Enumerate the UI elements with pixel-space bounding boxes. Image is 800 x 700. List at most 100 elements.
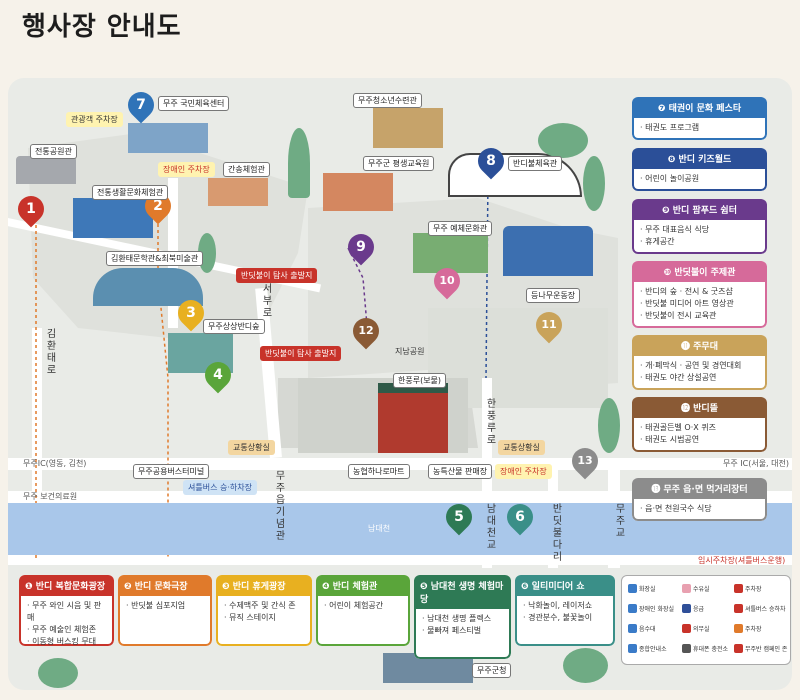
card-12[interactable]: ⓬ 반디뜰 · 태권골든벨 O·X 퀴즈 · 태권도 시범공연	[632, 397, 767, 452]
card-3[interactable]: ❸ 반디 휴게광장 · 수제맥주 및 간식 존 · 뮤직 스테이지	[216, 575, 312, 646]
tourism-park-building	[16, 156, 76, 184]
card-1[interactable]: ❶ 반디 복합문화광장 · 무주 와인 시음 및 판매 · 무주 예술인 체험존…	[19, 575, 114, 646]
info-icon	[628, 644, 637, 653]
card-body: · 반딧불 심포지엄	[118, 596, 212, 646]
label-county-office: 무주군 평생교육원	[363, 156, 435, 171]
legend-label: 무주반 캠페인 존	[745, 646, 788, 653]
label-tradition-hall: 전통생활문화체험관	[92, 185, 169, 200]
legend-item: 음수대	[628, 624, 656, 633]
card-item: · 반딧불이 전시 교육관	[640, 311, 717, 320]
pin-10[interactable]: 10	[428, 262, 466, 300]
pin-number: 9	[356, 239, 366, 255]
label-bandi-hall: 반디불체육관	[508, 156, 563, 171]
legend-label: 화장실	[639, 586, 656, 593]
label-namdae: 남대천	[368, 524, 391, 533]
label-road-top: 무주IC(영동, 김천)	[23, 459, 87, 468]
card-item: · 뮤직 스테이지	[224, 613, 276, 622]
card-body: · 낙화놀이, 레이저쇼 · 경관분수, 불꽃놀이	[515, 596, 615, 646]
legend-item: 셔틀버스 승하차	[734, 604, 786, 613]
card-item: · 반딧불 미디어 아트 영상관	[640, 299, 734, 308]
art-center-building	[413, 233, 488, 273]
legend-item: 화장실	[628, 584, 656, 593]
medical-room-icon	[682, 624, 691, 633]
tradition-hall-building	[73, 198, 153, 238]
card-7[interactable]: ❼ 태권이 문화 페스타 · 태권도 프로그램	[632, 97, 767, 140]
card-4[interactable]: ❹ 반디 체험관 · 어린이 체험공간	[316, 575, 410, 646]
pin-8[interactable]: 8	[472, 142, 510, 180]
label-culture-center: 무주 국민체육센터	[158, 96, 230, 111]
card-item: · 남대천 생명 플렉스	[422, 614, 492, 623]
card-item: · 읍·면 천원국수 식당	[640, 504, 712, 513]
map-legend: 화장실 수유실 주차장 장애인 화장실 응급 셔틀버스 승하차 음수대 의무실 …	[621, 575, 791, 665]
label-umyeon: 무주읍기념관	[273, 470, 284, 542]
tree	[598, 398, 620, 453]
yeseul-hall-building	[208, 178, 268, 206]
label-temp-parking: 임시주차장(셔틀버스운행)	[698, 556, 786, 565]
card-item: · 낙화놀이, 레이저쇼	[523, 601, 593, 610]
label-kimhwantae-road: 김환태로	[44, 328, 55, 376]
pin-9[interactable]: 9	[342, 228, 380, 266]
pin-7[interactable]: 7	[122, 86, 160, 124]
card-title: ❺ 남대천 생명 체험마당	[414, 575, 511, 609]
accessible-restroom-icon	[628, 604, 637, 613]
pin-11[interactable]: 11	[530, 306, 568, 344]
card-title: ❶ 반디 복합문화광장	[19, 575, 114, 596]
card-body: · 반디의 숲 · 전시 & 굿즈샵 · 반딧불 미디어 아트 영상관 · 반딧…	[632, 282, 767, 328]
card-6[interactable]: ❻ 일티미디어 쇼 · 낙화놀이, 레이저쇼 · 경관분수, 불꽃놀이	[515, 575, 615, 646]
card-13[interactable]: ⓭ 무주 읍·면 먹거리장터 · 읍·면 천원국수 식당	[632, 478, 767, 521]
legend-label: 수유실	[693, 586, 710, 593]
tree	[538, 123, 588, 158]
campaign-icon	[734, 644, 743, 653]
label-tourism-park: 전통공원관	[30, 144, 77, 159]
pin-12[interactable]: 12	[347, 312, 385, 350]
card-item: · 물빠져 페스티벌	[422, 626, 482, 635]
label-shuttle-stop: 무주공용버스터미널	[133, 464, 210, 479]
legend-label: 음수대	[639, 626, 656, 633]
water-fountain-icon	[628, 624, 637, 633]
pin-5[interactable]: 5	[440, 498, 478, 536]
pin-6[interactable]: 6	[501, 498, 539, 536]
pin-13[interactable]: 13	[566, 442, 604, 480]
label-hanpung: 한풍루(보물)	[393, 373, 447, 388]
label-road-top-right: 무주 IC(서울, 대전)	[723, 459, 789, 468]
card-item: · 무주 예술인 체험존	[27, 625, 97, 634]
card-item: · 태권골든벨 O·X 퀴즈	[640, 423, 717, 432]
pin-1[interactable]: 1	[12, 190, 50, 228]
card-11[interactable]: ⓫ 주무대 · 개·폐막식 · 공연 및 경연대회 · 태권도 야간 상설공연	[632, 335, 767, 390]
card-9[interactable]: ❾ 반디 팜푸드 쉼터 · 무주 대표음식 식당 · 휴게공간	[632, 199, 767, 254]
pin-number: 13	[577, 454, 593, 467]
legend-label: 주차장	[745, 586, 762, 593]
label-info-center-2: 교통상황실	[498, 440, 545, 455]
card-8[interactable]: ❽ 반디 키즈월드 · 어린이 놀이공원	[632, 148, 767, 191]
card-title: ❷ 반디 문화극장	[118, 575, 212, 596]
parking-icon	[734, 624, 743, 633]
legend-label: 종합안내소	[639, 646, 667, 653]
pin-number: 11	[541, 318, 557, 331]
card-title: ❼ 태권이 문화 페스타	[632, 97, 767, 118]
card-item: · 수제맥주 및 간식 존	[224, 601, 296, 610]
label-info-center: 교통상황실	[228, 440, 275, 455]
legend-label: 휴대폰 충전소	[693, 646, 729, 653]
pin-4[interactable]: 4	[199, 356, 237, 394]
tree	[38, 658, 78, 688]
card-2[interactable]: ❷ 반디 문화극장 · 반딧불 심포지엄	[118, 575, 212, 646]
card-body: · 태권도 프로그램	[632, 118, 767, 140]
label-nongtuk: 농특산물 판매장	[428, 464, 493, 479]
pin-number: 3	[186, 305, 196, 321]
label-jisan-park: 지남공원	[395, 347, 425, 356]
card-10[interactable]: ❿ 반딧불이 주제관 · 반디의 숲 · 전시 & 굿즈샵 · 반딧불 미디어 …	[632, 261, 767, 328]
label-stage: 등나무운동장	[526, 288, 581, 303]
legend-item: 주차장	[734, 584, 762, 593]
card-item: · 반딧불 심포지엄	[126, 601, 186, 610]
label-bandi-boat-2: 반딧불이 탐사 출발지	[260, 346, 342, 361]
card-body: · 무주 대표음식 식당 · 휴게공간	[632, 220, 767, 254]
card-body: · 어린이 놀이공원	[632, 169, 767, 191]
nursing-room-icon	[682, 584, 691, 593]
card-item: · 태권도 야간 상설공연	[640, 373, 717, 382]
card-item: · 경관분수, 불꽃놀이	[523, 613, 593, 622]
card-5[interactable]: ❺ 남대천 생명 체험마당 · 남대천 생명 플렉스 · 물빠져 페스티벌	[414, 575, 511, 659]
pin-number: 5	[454, 509, 464, 525]
label-youth-center: 무주상상반디숲	[203, 319, 265, 334]
pin-number: 6	[515, 509, 525, 525]
restroom-icon	[628, 584, 637, 593]
